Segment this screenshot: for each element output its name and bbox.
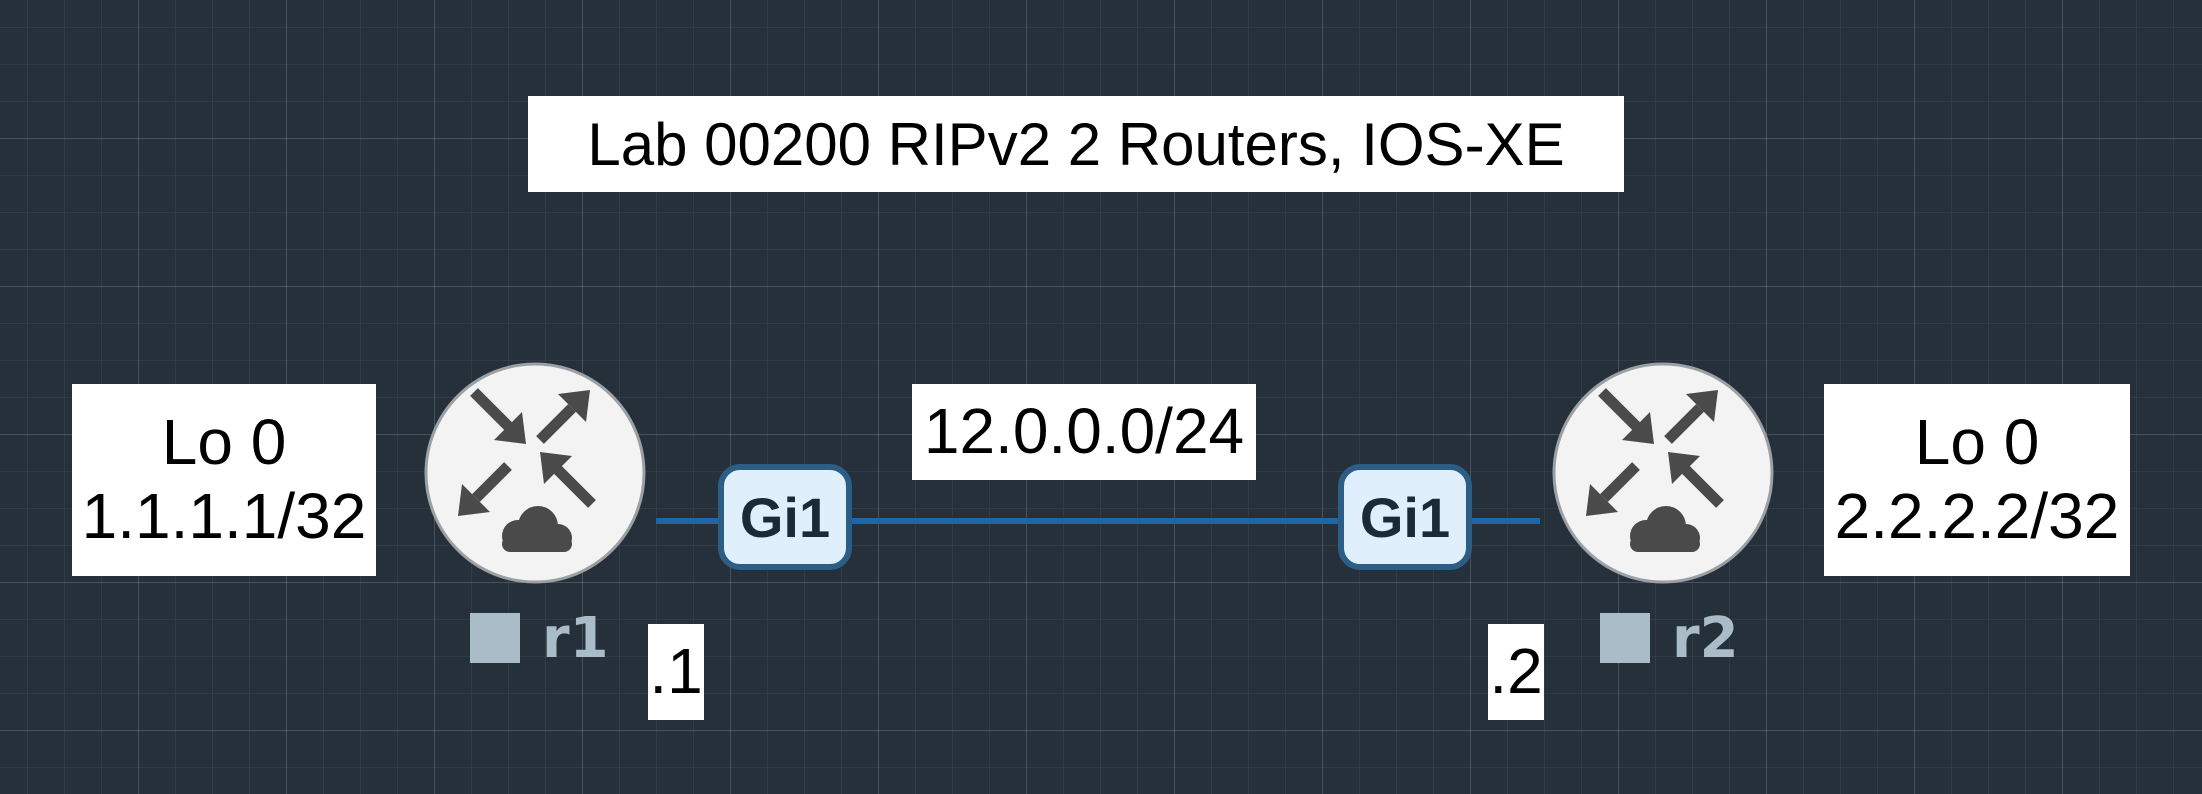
node-status-icon	[1600, 613, 1650, 663]
node-status-icon	[470, 613, 520, 663]
loopback-name: Lo 0	[161, 406, 287, 479]
node-label-r1[interactable]: r1	[470, 605, 609, 671]
loopback-label-r1: Lo 0 1.1.1.1/32	[72, 384, 376, 576]
router-node-r1[interactable]	[422, 360, 648, 586]
node-name: r1	[542, 605, 609, 671]
loopback-label-r2: Lo 0 2.2.2.2/32	[1824, 384, 2130, 576]
node-name: r2	[1672, 605, 1739, 671]
link-r1-r2[interactable]	[656, 518, 1540, 524]
loopback-address: 1.1.1.1/32	[81, 480, 367, 552]
interface-badge-r2[interactable]: Gi1	[1338, 464, 1472, 570]
node-label-r2[interactable]: r2	[1600, 605, 1739, 671]
interface-badge-r1[interactable]: Gi1	[718, 464, 852, 570]
router-icon	[1552, 362, 1774, 584]
diagram-title: Lab 00200 RIPv2 2 Routers, IOS-XE	[528, 96, 1624, 192]
loopback-address: 2.2.2.2/32	[1834, 480, 2120, 552]
subnet-label: 12.0.0.0/24	[912, 384, 1256, 480]
loopback-name: Lo 0	[1914, 406, 2040, 479]
router-icon	[424, 362, 646, 584]
host-address-label-r2: .2	[1488, 624, 1544, 720]
host-address-label-r1: .1	[648, 624, 704, 720]
router-node-r2[interactable]	[1550, 360, 1776, 586]
